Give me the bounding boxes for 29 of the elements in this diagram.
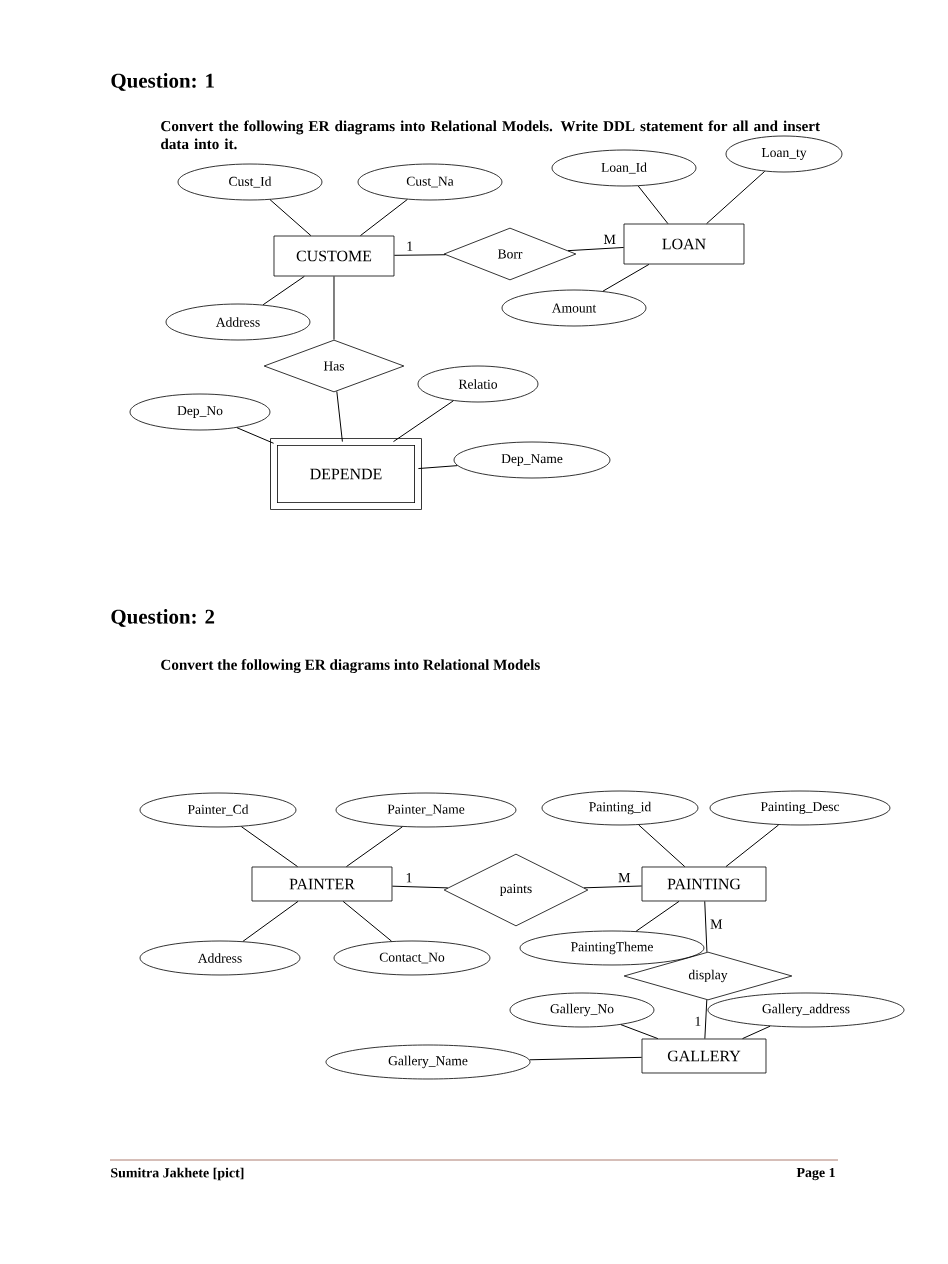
connector-line bbox=[742, 1025, 771, 1040]
connector-line bbox=[393, 254, 446, 256]
connector-line bbox=[725, 824, 780, 868]
connector-line bbox=[391, 885, 449, 889]
question-heading: Question: 1 bbox=[111, 73, 214, 91]
connector-line bbox=[529, 1056, 643, 1061]
connector-line bbox=[635, 900, 680, 932]
connector-line bbox=[236, 427, 275, 444]
connector-line bbox=[262, 275, 305, 306]
connector-line bbox=[567, 247, 625, 252]
connector-line bbox=[704, 900, 708, 953]
connector-line bbox=[393, 400, 454, 443]
connector-line bbox=[417, 465, 458, 470]
connector-line bbox=[269, 199, 312, 237]
connector-line bbox=[240, 826, 299, 868]
connector-line bbox=[333, 275, 335, 341]
connector-line bbox=[704, 999, 708, 1040]
connector-line bbox=[706, 170, 766, 225]
connector-line bbox=[637, 185, 669, 225]
connector-line bbox=[359, 199, 408, 237]
question-heading: Question: 2 bbox=[111, 609, 215, 627]
connector-line bbox=[342, 900, 393, 942]
connector-line bbox=[336, 390, 343, 443]
connector-line bbox=[345, 826, 403, 868]
connector-line bbox=[583, 885, 643, 889]
connector-line bbox=[602, 263, 650, 292]
connector-line bbox=[620, 1024, 659, 1040]
connector-line bbox=[638, 824, 686, 868]
connector-line bbox=[242, 900, 299, 942]
